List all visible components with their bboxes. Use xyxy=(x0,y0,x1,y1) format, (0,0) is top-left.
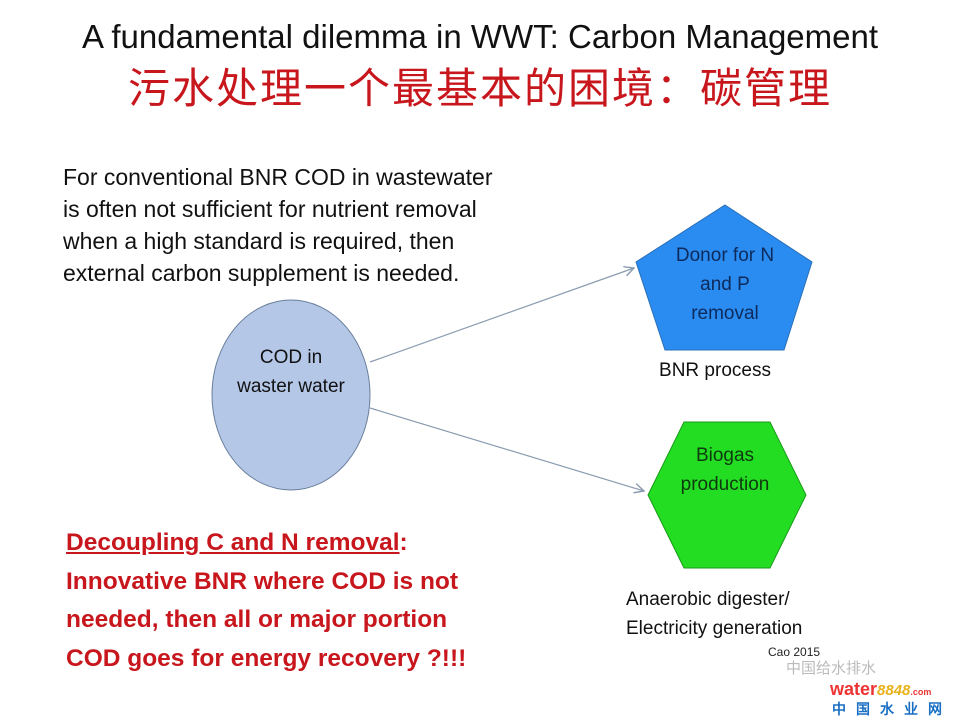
hexagon-label-line: production xyxy=(680,474,770,495)
pentagon-label: Donor for N and P removal xyxy=(650,241,800,328)
arrow-to-biogas xyxy=(369,407,644,491)
hexagon-caption-line: Anaerobic digester/ xyxy=(626,589,790,610)
watermark-logo: water8848.com xyxy=(830,679,931,702)
donor-pentagon xyxy=(635,204,813,351)
pentagon-label-line: Donor for N xyxy=(675,245,775,266)
hexagon-caption: Anaerobic digester/ Electricity generati… xyxy=(626,585,802,643)
hexagon-caption-line: Electricity generation xyxy=(626,618,803,639)
cod-circle xyxy=(211,299,371,491)
citation: Cao 2015 xyxy=(768,645,821,659)
watermark-site: 中国水业网 xyxy=(832,701,952,717)
highlight-heading: Decoupling C and N removal xyxy=(66,529,400,556)
paragraph-line: when a high standard is required, then xyxy=(63,228,455,254)
pentagon-label-line: removal xyxy=(691,303,759,324)
cod-label-line: COD in xyxy=(259,347,323,368)
highlight-colon: : xyxy=(399,529,408,556)
paragraph-line: is often not sufficient for nutrient rem… xyxy=(63,196,477,222)
arrow-to-bnr xyxy=(369,268,634,363)
bnr-caption: BNR process xyxy=(659,360,771,381)
highlight-text: Decoupling C and N removal: Innovative B… xyxy=(66,524,466,678)
logo-com: .com xyxy=(910,687,932,697)
hexagon-label: Biogas production xyxy=(650,441,800,499)
title-chinese: 污水处理一个最基本的困境：碳管理 xyxy=(127,64,832,113)
watermark-account: 中国给水排水 xyxy=(786,660,877,677)
intro-paragraph: For conventional BNR COD in wastewater i… xyxy=(63,161,493,289)
highlight-line: Innovative BNR where COD is not xyxy=(66,567,459,595)
cod-label-line: waster water xyxy=(237,376,345,397)
paragraph-line: For conventional BNR COD in wastewater xyxy=(63,164,493,190)
cod-label: COD in waster water xyxy=(212,343,370,401)
highlight-line: COD goes for energy recovery ?!!! xyxy=(66,644,467,672)
pentagon-label-line: and P xyxy=(700,274,750,295)
highlight-line: needed, then all or major portion xyxy=(66,606,448,633)
hexagon-label-line: Biogas xyxy=(695,445,755,466)
biogas-hexagon xyxy=(647,421,807,569)
logo-text: water xyxy=(830,679,878,699)
paragraph-line: external carbon supplement is needed. xyxy=(63,260,460,286)
logo-number: 8848 xyxy=(877,682,911,699)
title-english: A fundamental dilemma in WWT: Carbon Man… xyxy=(81,18,879,55)
